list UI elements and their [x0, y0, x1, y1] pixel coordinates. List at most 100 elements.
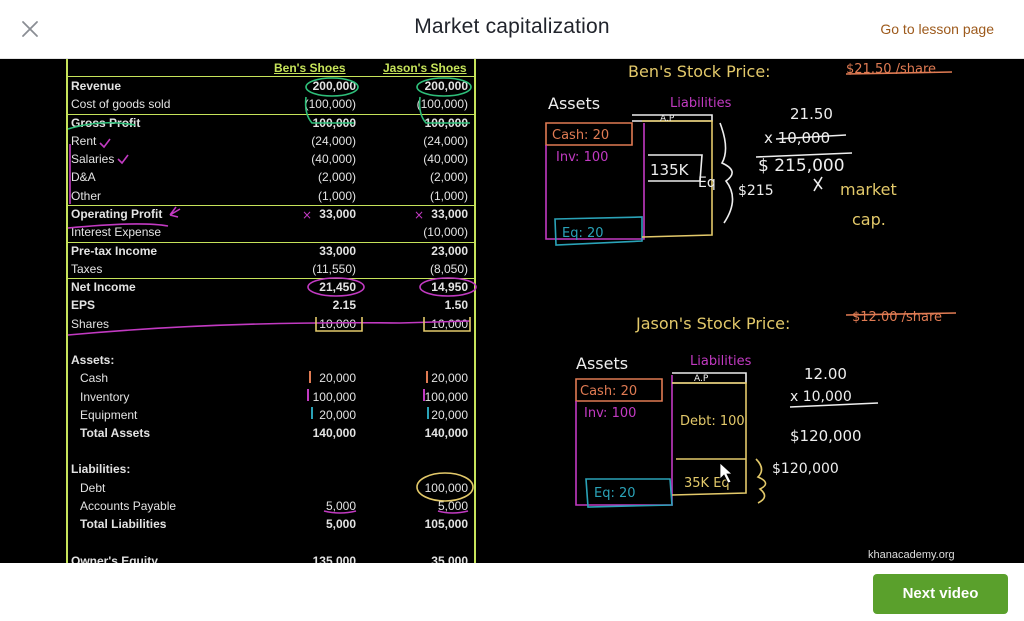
bens-value: (40,000) — [311, 152, 356, 166]
ap-label: A.P — [694, 374, 709, 384]
bens-value: 5,000 — [325, 517, 356, 531]
row-label: Revenue — [71, 79, 122, 93]
ink-circle — [307, 277, 365, 297]
row-label: Other — [71, 189, 102, 203]
next-video-button[interactable]: Next video — [873, 574, 1008, 614]
bens-value: 100,000 — [312, 390, 356, 404]
ink-underline — [67, 223, 169, 229]
jason-price: $12.00 /share — [852, 310, 942, 325]
jasons-value: 20,000 — [431, 371, 468, 385]
bens-value: 33,000 — [319, 244, 356, 258]
jasons-value: 1.50 — [444, 298, 468, 312]
jasons-value: (8,050) — [429, 262, 468, 276]
row-label: Accounts Payable — [80, 499, 177, 513]
cash-label: Cash: 20 — [552, 128, 609, 143]
row-label: Debt — [80, 481, 106, 495]
jason-price-label: Jason's Stock Price: — [635, 314, 790, 333]
jasons-value: (2,000) — [429, 170, 468, 184]
table-row: Pre-tax Income 33,000 23,000 — [68, 242, 474, 260]
jasons-value: (40,000) — [423, 152, 468, 166]
jasons-value: (10,000) — [423, 225, 468, 239]
close-button[interactable] — [18, 17, 42, 41]
ink-circle — [419, 277, 477, 297]
go-to-lesson-link[interactable]: Go to lesson page — [880, 21, 994, 37]
row-label: Assets: — [71, 353, 115, 367]
calc-price: 21.50 — [790, 105, 833, 123]
bens-value: (100,000) — [304, 97, 356, 111]
calc-shares: x 10,000 — [790, 389, 852, 405]
row-label: Owner's Equity — [71, 554, 158, 563]
liabilities-label: Liabilities — [670, 96, 732, 111]
arrow-icon — [169, 206, 181, 218]
row-label: Interest Expense — [71, 225, 162, 239]
page-title: Market capitalization — [414, 15, 610, 38]
market-label: market — [840, 180, 897, 199]
jasons-value: 20,000 — [431, 408, 468, 422]
ink-box — [423, 317, 471, 332]
check-mark — [99, 138, 111, 149]
liabilities-label: Liabilities — [690, 354, 752, 369]
equity-label: Eq: 20 — [562, 226, 604, 241]
bens-value: 21,450 — [319, 280, 356, 294]
jasons-value: 23,000 — [431, 244, 468, 258]
bens-value: 2.15 — [332, 298, 356, 312]
row-label: Cost of goods sold — [71, 97, 171, 111]
table-row: Cost of goods sold (100,000) (100,000) — [68, 95, 474, 113]
table-row: Accounts Payable 5,000 5,000 — [68, 497, 474, 515]
table-row: Debt 100,000 — [68, 479, 474, 497]
jasons-value: (100,000) — [416, 97, 468, 111]
row-label: D&A — [71, 170, 96, 184]
ink-bracket — [304, 96, 354, 124]
check-mark — [117, 154, 129, 165]
header-bar: Market capitalization Go to lesson page — [0, 0, 1024, 59]
jasons-value: 10,000 — [431, 317, 468, 331]
k135-label: 135K — [650, 161, 690, 179]
jasons-value: (24,000) — [423, 134, 468, 148]
table-row: Other(1,000)(1,000) — [68, 187, 474, 205]
table-row: Taxes(11,550)(8,050) — [68, 260, 474, 278]
bens-value: (11,550) — [312, 262, 356, 276]
calc-result: $ 215,000 — [758, 156, 845, 176]
row-label: Rent — [71, 134, 97, 148]
row-label: Shares — [71, 317, 110, 331]
ben-price-label: Ben's Stock Price: — [628, 62, 771, 81]
jasons-value: 100,000 — [424, 481, 468, 495]
bens-value: 5,000 — [325, 499, 356, 513]
bens-value: (24,000) — [311, 134, 356, 148]
table-row: Interest Expense (10,000) — [68, 223, 474, 241]
watermark: khanacademy.org — [868, 549, 955, 561]
table-row: Rent (24,000) (24,000) — [68, 132, 474, 150]
jasons-value: 5,000 — [437, 499, 468, 513]
ink-box — [315, 317, 363, 332]
jasons-value: 105,000 — [424, 517, 468, 531]
table-row: Cash 20,000 20,000 — [68, 369, 474, 387]
divider — [68, 278, 474, 279]
bens-value: 33,000 — [319, 207, 356, 221]
row-label: Pre-tax Income — [71, 244, 158, 258]
eq35-label: 35K Eq — [684, 476, 730, 491]
bens-value: 20,000 — [319, 371, 356, 385]
col-header-bens: Ben's Shoes — [274, 61, 346, 75]
footer-bar: Next video — [0, 563, 1024, 621]
row-label: Liabilities: — [71, 462, 131, 476]
svg-text:×: × — [302, 208, 312, 222]
jasons-value: 35,000 — [431, 554, 468, 563]
calc-price: 12.00 — [804, 365, 847, 383]
row-label: Operating Profit — [71, 207, 163, 221]
row-label: Cash — [80, 371, 109, 385]
jasons-value: 14,950 — [431, 280, 468, 294]
eq-label: Eq — [698, 175, 716, 191]
divider — [68, 205, 474, 206]
row-label: Total Assets — [80, 426, 151, 440]
table-row: D&A(2,000)(2,000) — [68, 168, 474, 186]
assets-label: Assets — [576, 354, 628, 373]
eq120-label: $120,000 — [772, 461, 839, 477]
